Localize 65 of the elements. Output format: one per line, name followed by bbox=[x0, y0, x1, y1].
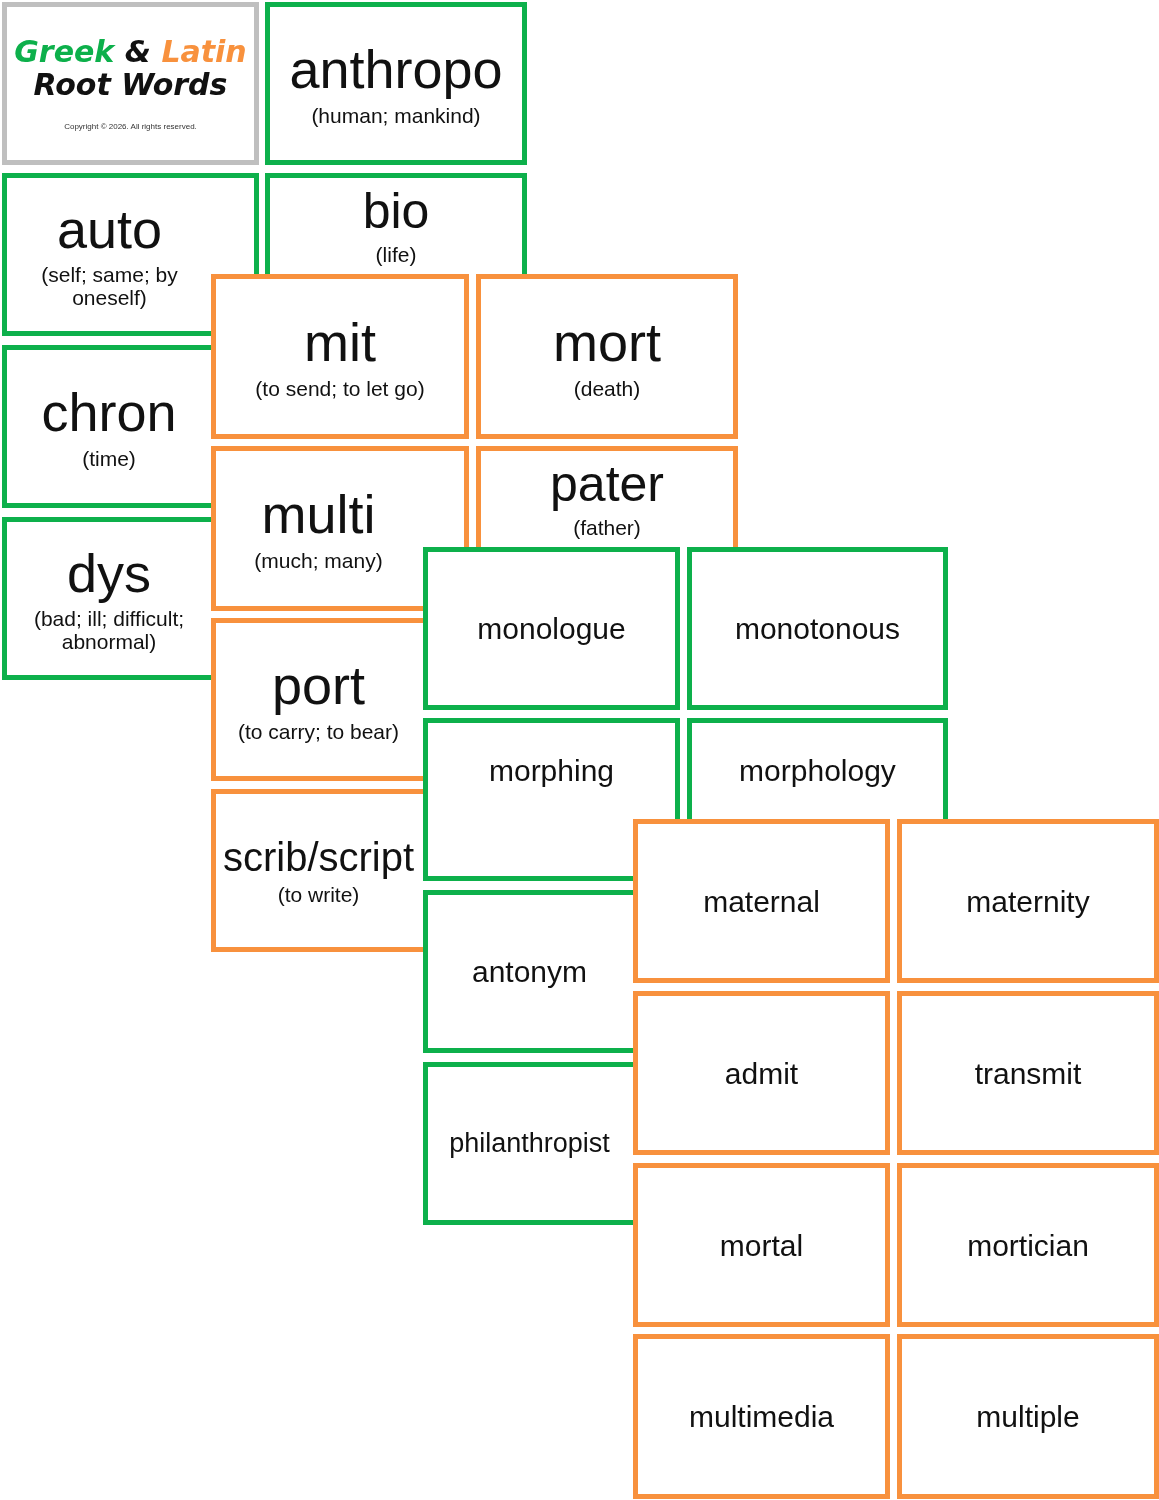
meaning: (bad; ill; difficult; abnormal) bbox=[32, 607, 186, 654]
flashcard bbox=[2, 345, 211, 508]
meaning: (father) bbox=[573, 516, 641, 540]
example-word: antonym bbox=[471, 955, 588, 988]
root-word: bio bbox=[362, 183, 430, 239]
meaning: (much; many) bbox=[254, 548, 383, 572]
root-word: scrib/script bbox=[222, 834, 415, 879]
example-word: mortician bbox=[967, 1228, 1089, 1262]
title-card bbox=[2, 2, 259, 165]
meaning: (life) bbox=[375, 242, 417, 267]
example-word: transmit bbox=[974, 1056, 1082, 1090]
root-word: port bbox=[271, 656, 366, 716]
flashcard bbox=[423, 1062, 633, 1225]
flashcard bbox=[423, 890, 633, 1053]
meaning: (human; mankind) bbox=[311, 103, 481, 127]
flashcard bbox=[897, 819, 1159, 983]
root-word: anthropo bbox=[289, 40, 503, 100]
flashcard bbox=[476, 446, 738, 547]
flashcard bbox=[687, 547, 948, 710]
flashcard bbox=[265, 2, 527, 165]
example-word: admit bbox=[724, 1056, 799, 1090]
root-word: multi bbox=[261, 485, 376, 545]
flashcard bbox=[633, 819, 890, 983]
flashcard bbox=[897, 1163, 1159, 1327]
flashcard bbox=[2, 173, 259, 336]
flashcard bbox=[265, 173, 527, 274]
meaning: (to write) bbox=[277, 882, 360, 907]
example-word: monologue bbox=[477, 612, 626, 645]
title-text: Greek & Latin bbox=[14, 35, 247, 69]
meaning: (to send; to let go) bbox=[255, 376, 425, 400]
root-word: mit bbox=[304, 313, 376, 373]
flashcard bbox=[476, 274, 738, 439]
flashcard bbox=[633, 991, 890, 1155]
root-word: auto bbox=[56, 199, 163, 260]
meaning: (to carry; to bear) bbox=[237, 719, 400, 743]
example-word: maternity bbox=[966, 884, 1090, 918]
example-word: multimedia bbox=[688, 1400, 835, 1433]
flashcard bbox=[423, 718, 680, 881]
flashcard bbox=[211, 274, 469, 439]
flashcard bbox=[897, 1334, 1159, 1499]
meaning: (death) bbox=[573, 376, 641, 400]
root-word: mort bbox=[553, 313, 661, 373]
example-word: multiple bbox=[976, 1400, 1080, 1433]
title-text: Root Words bbox=[33, 68, 228, 102]
example-word: morphology bbox=[739, 754, 896, 787]
flashcard bbox=[423, 547, 680, 710]
flashcard bbox=[633, 1334, 890, 1499]
example-word: mortal bbox=[719, 1228, 804, 1262]
flashcard bbox=[897, 991, 1159, 1155]
root-word: chron bbox=[41, 383, 177, 443]
copyright-notice: Copyright © 2026. All rights reserved. bbox=[64, 123, 197, 132]
example-word: morphing bbox=[488, 754, 615, 787]
meaning: (time) bbox=[82, 446, 136, 470]
example-word: monotonous bbox=[734, 612, 901, 645]
example-word: philanthropist bbox=[449, 1128, 610, 1159]
root-word: pater bbox=[550, 457, 664, 513]
flashcard bbox=[211, 618, 423, 781]
flashcard bbox=[211, 446, 469, 611]
meaning: (self; same; by oneself) bbox=[40, 263, 179, 310]
root-word: dys bbox=[66, 543, 151, 604]
flashcard bbox=[2, 517, 211, 680]
example-word: maternal bbox=[703, 884, 820, 918]
flashcard bbox=[687, 718, 948, 819]
flashcard bbox=[633, 1163, 890, 1327]
flashcard bbox=[211, 789, 423, 952]
